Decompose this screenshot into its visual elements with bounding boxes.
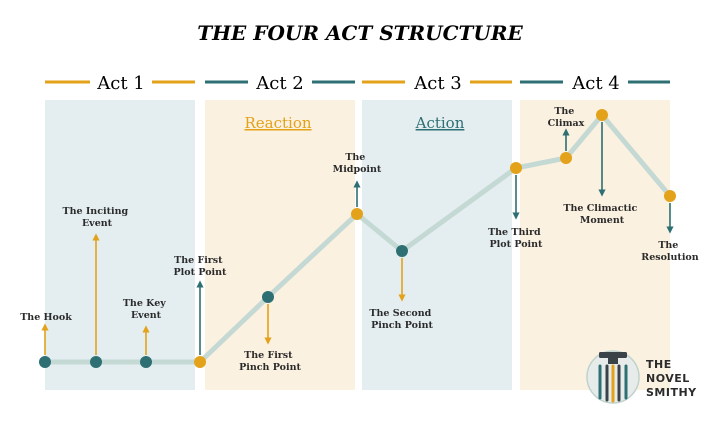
climax-label: The Climax xyxy=(548,106,585,129)
first-plot-point-label: The First Plot Point xyxy=(174,255,228,278)
midpoint-marker xyxy=(351,208,363,220)
midpoint-label: The Midpoint xyxy=(333,152,382,175)
climactic-moment-marker xyxy=(596,109,608,121)
phase-reaction: Reaction xyxy=(244,114,311,132)
third-plot-point-marker xyxy=(510,162,522,174)
logo-line-3: SMITHY xyxy=(646,386,697,399)
act-3-label: Act 3 xyxy=(413,73,462,94)
hook-marker xyxy=(39,356,51,368)
anvil-pens-icon xyxy=(586,350,640,404)
second-pinch-point-label: The Second Pinch Point xyxy=(369,308,434,331)
act-4-panel xyxy=(520,100,670,390)
plot-point-markers xyxy=(39,109,676,368)
resolution-marker xyxy=(664,190,676,202)
diagram-title: THE FOUR ACT STRUCTURE xyxy=(197,21,523,45)
act-3-panel xyxy=(362,100,512,390)
act-4-header: Act 4 xyxy=(520,73,670,94)
key-event-label: The Key Event xyxy=(123,298,169,321)
inciting-event-marker xyxy=(90,356,102,368)
key-event-marker xyxy=(140,356,152,368)
phase-action: Action xyxy=(415,114,465,132)
resolution-label: The Resolution xyxy=(641,240,698,263)
climax-marker xyxy=(560,152,572,164)
first-plot-point-marker xyxy=(194,356,206,368)
novel-smithy-logo: THE NOVEL SMITHY xyxy=(586,350,697,404)
logo-line-1: THE xyxy=(646,358,672,371)
second-pinch-point-marker xyxy=(396,245,408,257)
act-1-header: Act 1 xyxy=(45,73,195,94)
act-2-label: Act 2 xyxy=(255,73,304,94)
plot-point-labels: The Hook The Inciting Event The Key Even… xyxy=(20,106,699,373)
logo-line-2: NOVEL xyxy=(646,372,690,385)
inciting-event-label: The Inciting Event xyxy=(63,206,132,229)
act-3-header: Act 3 xyxy=(362,73,512,94)
first-pinch-point-marker xyxy=(262,291,274,303)
act-4-label: Act 4 xyxy=(571,73,620,94)
hook-label: The Hook xyxy=(20,312,72,323)
act-1-label: Act 1 xyxy=(96,73,145,94)
first-pinch-point-label: The First Pinch Point xyxy=(239,350,301,373)
arrows xyxy=(41,122,674,355)
act-2-header: Act 2 xyxy=(205,73,355,94)
act-1-panel xyxy=(45,100,195,390)
act-2-panel xyxy=(205,100,355,390)
climactic-moment-label: The Climactic Moment xyxy=(563,203,640,226)
third-plot-point-label: The Third Plot Point xyxy=(488,227,544,250)
